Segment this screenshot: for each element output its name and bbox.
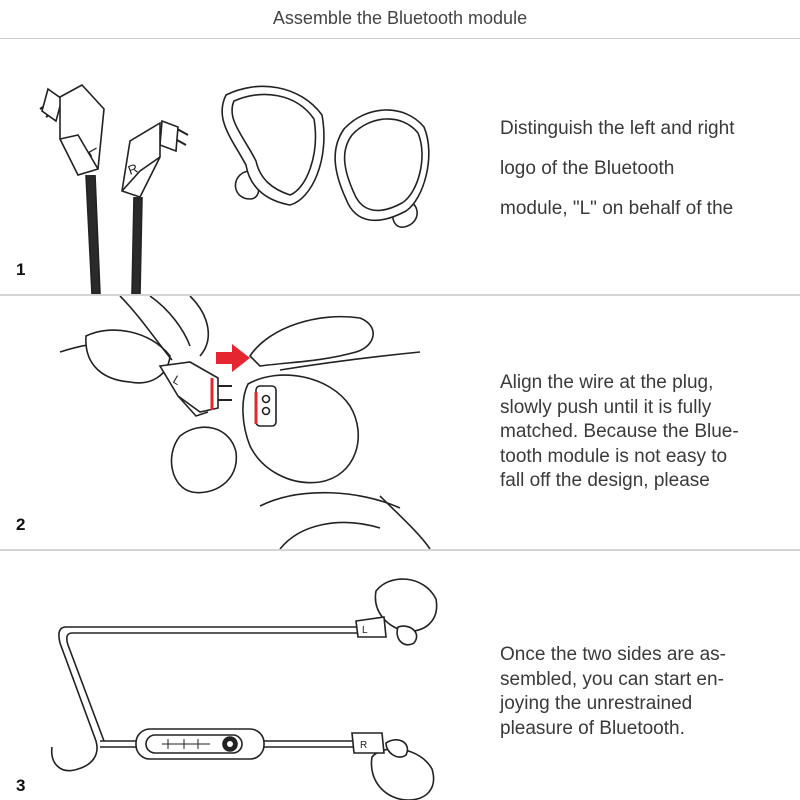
step-2-line-3: matched. Because the Blue- [500,421,739,442]
step-2-line-5: fall off the design, please [500,470,710,491]
step-2-line-4: tooth module is not easy to [500,445,728,467]
step-1-line-2: logo of the Bluetooth [500,158,675,179]
hands [59,296,431,549]
left-cable-plug: L [39,83,105,294]
step-2-illustration: L [59,296,431,549]
left-earphone [221,85,325,206]
right-earphone-assembled: L [355,578,438,646]
remote-control [135,728,265,760]
step-3-line-4: pleasure of Bluetooth. [500,717,685,739]
insert-arrow [216,344,250,372]
step-2-line-2: slowly push until it is fully [500,396,712,418]
step-2-section: L 2 Align the wire at the plug, slowly p… [0,296,800,551]
step-3-line-1: Once the two sides are as- [500,644,726,665]
step-3-section: L R 3 Once the two sides are as- sembled… [0,551,800,800]
left-earphone-assembled: R [351,732,435,800]
step-1-number: 1 [16,260,26,279]
page-header: Assemble the Bluetooth module [0,0,800,39]
step-3-lower-plug-label: R [360,740,367,751]
step-3-line-3: joying the unrestrained [500,693,693,714]
step-1-line-1: Distinguish the left and right [500,118,735,139]
right-cable-plug: R [121,119,189,294]
step-1-description: Distinguish the left and right logo of t… [500,109,780,229]
step-2-number: 2 [16,515,26,534]
step-2-description: Align the wire at the plug, slowly push … [500,371,780,494]
right-earphone [334,109,430,228]
neckband-cable [51,626,360,772]
step-1-line-3: module, "L" on behalf of the [500,198,734,219]
page-title: Assemble the Bluetooth module [272,8,528,28]
step-3-upper-plug-label: L [362,625,368,636]
step-3-line-2: sembled, you can start en- [500,668,724,690]
step-3-illustration: L R [51,578,438,800]
step-2-line-1: Align the wire at the plug, [500,372,714,393]
earphone-body [170,374,359,494]
step-3-description: Once the two sides are as- sembled, you … [500,643,780,741]
step-1-section: L R 1 Distinguish the left and right log… [0,39,800,296]
step-3-number: 3 [16,776,26,795]
step-1-illustration: L R [39,83,430,294]
cable-plug: L [158,361,232,417]
